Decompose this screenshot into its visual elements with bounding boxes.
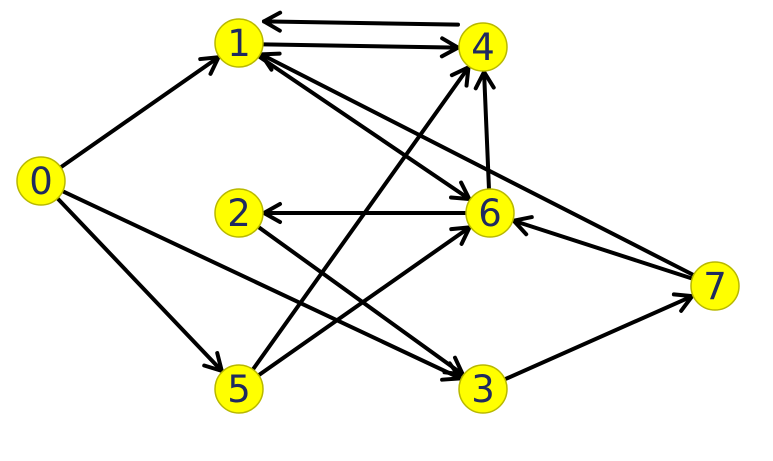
edge-line bbox=[59, 55, 221, 169]
edge-5-to-4 bbox=[251, 65, 471, 371]
node-circle bbox=[690, 261, 740, 311]
node-1: 1 bbox=[214, 18, 264, 68]
edge-0-to-1 bbox=[59, 55, 221, 169]
node-circle bbox=[465, 188, 515, 238]
node-label: 1 bbox=[227, 22, 251, 65]
arrowhead bbox=[198, 55, 221, 76]
nodes-layer: 0 1 2 3 4 5 6 7 bbox=[16, 18, 740, 414]
arrowhead bbox=[202, 351, 224, 373]
edge-7-to-1 bbox=[259, 51, 695, 277]
node-label: 6 bbox=[478, 192, 502, 235]
edges-layer bbox=[56, 10, 695, 382]
edge-line bbox=[261, 42, 461, 50]
edge-0-to-5 bbox=[56, 197, 224, 373]
node-7: 7 bbox=[690, 261, 740, 311]
edge-2-to-3 bbox=[257, 225, 465, 377]
edge-7-to-6 bbox=[511, 215, 694, 281]
arrowhead bbox=[442, 355, 465, 377]
arrowhead bbox=[449, 180, 472, 201]
arrowhead bbox=[261, 10, 283, 33]
node-0: 0 bbox=[16, 156, 66, 206]
edge-1-to-6 bbox=[257, 55, 472, 201]
node-circle bbox=[214, 18, 264, 68]
node-5: 5 bbox=[214, 364, 264, 414]
node-6: 6 bbox=[465, 188, 515, 238]
edge-line bbox=[257, 225, 465, 377]
edge-line bbox=[511, 218, 694, 281]
node-label: 0 bbox=[29, 160, 53, 203]
arrowhead bbox=[473, 69, 496, 91]
arrowhead bbox=[511, 215, 534, 237]
arrowhead bbox=[449, 225, 472, 246]
node-circle bbox=[458, 22, 508, 72]
edge-line bbox=[257, 225, 472, 377]
edge-line bbox=[261, 19, 461, 27]
node-circle bbox=[458, 364, 508, 414]
node-circle bbox=[214, 188, 264, 238]
node-2: 2 bbox=[214, 188, 264, 238]
arrowhead bbox=[259, 51, 282, 72]
edge-line bbox=[503, 294, 695, 381]
arrowhead bbox=[262, 202, 282, 224]
arrowhead bbox=[439, 36, 461, 59]
edge-5-to-6 bbox=[257, 225, 472, 377]
edge-3-to-7 bbox=[503, 292, 695, 381]
node-label: 7 bbox=[703, 265, 727, 308]
node-4: 4 bbox=[458, 22, 508, 72]
arrowhead bbox=[671, 292, 695, 313]
edge-line bbox=[251, 65, 471, 371]
node-label: 5 bbox=[227, 368, 251, 411]
arrowhead bbox=[449, 65, 471, 88]
edge-line bbox=[61, 189, 463, 381]
node-label: 3 bbox=[471, 368, 495, 411]
node-circle bbox=[16, 156, 66, 206]
edge-4-to-1 bbox=[261, 10, 461, 33]
edge-1-to-4 bbox=[261, 36, 461, 59]
edge-line bbox=[257, 55, 472, 201]
node-label: 4 bbox=[471, 26, 495, 69]
edge-line bbox=[56, 197, 224, 373]
node-label: 2 bbox=[227, 192, 251, 235]
node-3: 3 bbox=[458, 364, 508, 414]
edge-line bbox=[259, 52, 695, 277]
node-circle bbox=[214, 364, 264, 414]
